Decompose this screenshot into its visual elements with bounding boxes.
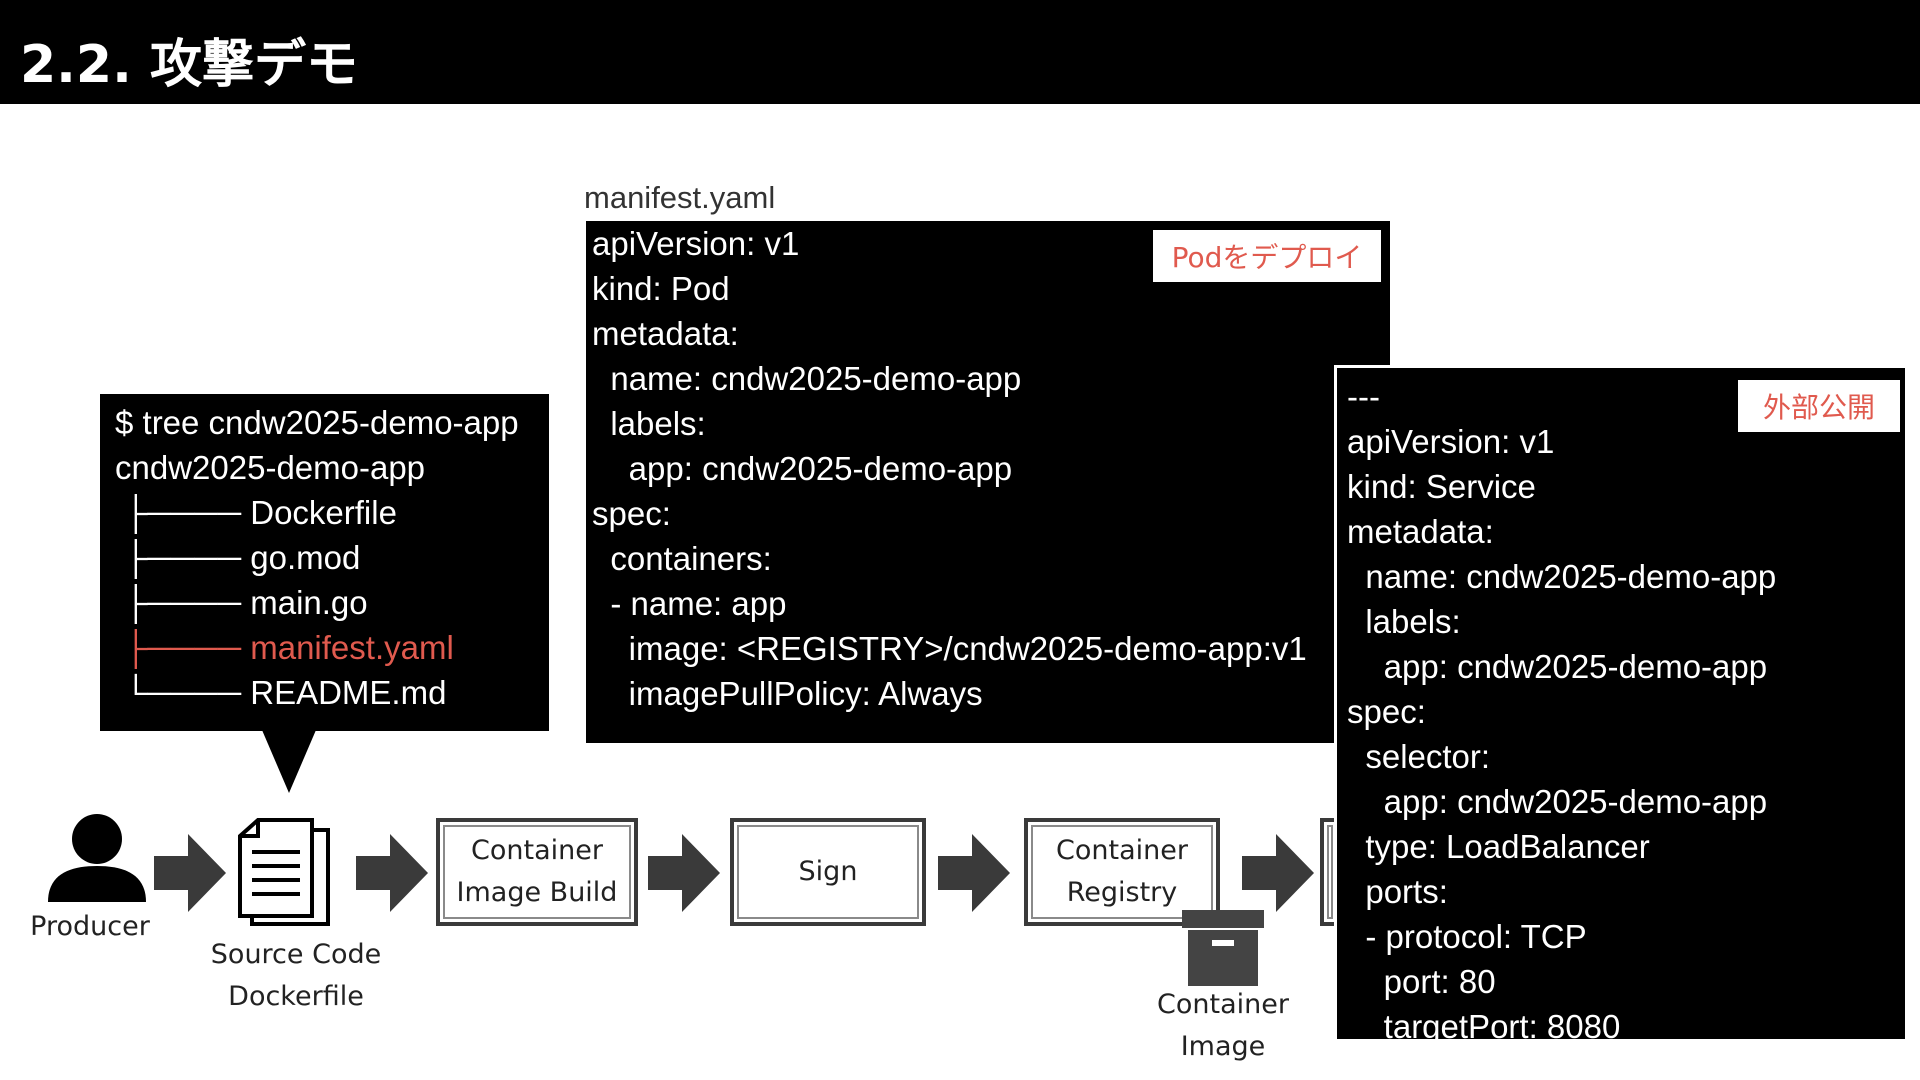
container-image-build-box: Container Image Build <box>436 818 638 926</box>
callout-tail <box>262 730 316 793</box>
manifest-line: name: cndw2025-demo-app <box>592 360 1022 397</box>
tree-line-manifest: ├──── manifest.yaml <box>115 629 454 666</box>
expose-badge: 外部公開 <box>1738 380 1900 432</box>
registry-line1: Container <box>1056 835 1188 866</box>
build-line2: Image Build <box>456 877 618 908</box>
sign-box: Sign <box>730 818 926 926</box>
arrow-right-icon <box>648 834 720 912</box>
tree-line: ├──── Dockerfile <box>115 494 397 531</box>
service-line: --- <box>1347 378 1380 415</box>
manifest-caption: manifest.yaml <box>584 180 776 215</box>
tree-line: ├──── main.go <box>115 584 368 621</box>
arrow-right-icon <box>1242 834 1314 912</box>
producer-label: Producer <box>30 911 150 942</box>
box-icon <box>1182 910 1264 986</box>
manifest-line: containers: <box>592 540 772 577</box>
service-line: metadata: <box>1347 513 1494 550</box>
service-line: labels: <box>1347 603 1461 640</box>
service-line: app: cndw2025-demo-app <box>1347 783 1768 820</box>
manifest-line: - name: app <box>592 585 787 622</box>
service-line: spec: <box>1347 693 1426 730</box>
manifest-line: image: <REGISTRY>/cndw2025-demo-app:v1 <box>592 630 1307 667</box>
service-line: app: cndw2025-demo-app <box>1347 648 1768 685</box>
manifest-code-box: apiVersion: v1 kind: Pod metadata: name:… <box>586 221 1390 743</box>
sign-label: Sign <box>798 856 858 887</box>
source-code-line2: Dockerfile <box>228 981 364 1012</box>
manifest-line: metadata: <box>592 315 739 352</box>
tree-line: ├──── go.mod <box>115 539 361 576</box>
document-icon <box>238 818 330 926</box>
manifest-line: app: cndw2025-demo-app <box>592 450 1013 487</box>
tree-callout: $ tree cndw2025-demo-app cndw2025-demo-a… <box>100 394 549 731</box>
image-line2: Image <box>1180 1031 1266 1062</box>
manifest-line: labels: <box>592 405 706 442</box>
service-line: kind: Service <box>1347 468 1536 505</box>
source-code-line1: Source Code <box>210 939 382 970</box>
manifest-line: spec: <box>592 495 671 532</box>
user-icon <box>48 814 146 902</box>
image-line1: Container <box>1157 989 1289 1020</box>
service-line: selector: <box>1347 738 1491 775</box>
container-image-label: Container Image <box>1128 984 1318 1068</box>
manifest-line: imagePullPolicy: Always <box>592 675 983 712</box>
build-line1: Container <box>471 835 603 866</box>
arrow-right-icon <box>356 834 428 912</box>
service-line: port: 80 <box>1347 963 1496 1000</box>
tree-line: cndw2025-demo-app <box>115 449 426 486</box>
service-code-box: --- apiVersion: v1 kind: Service metadat… <box>1334 365 1908 1045</box>
arrow-right-icon <box>938 834 1010 912</box>
deploy-pod-badge: Podをデプロイ <box>1153 230 1381 282</box>
service-line: - protocol: TCP <box>1347 918 1587 955</box>
page-title: 2.2. 攻撃デモ <box>20 35 358 95</box>
service-line: apiVersion: v1 <box>1347 423 1555 460</box>
manifest-line: apiVersion: v1 <box>592 225 800 262</box>
registry-line2: Registry <box>1066 877 1178 908</box>
service-line: targetPort: 8080 <box>1347 1008 1621 1045</box>
container-registry-box: Container Registry <box>1024 818 1220 926</box>
service-line: ports: <box>1347 873 1448 910</box>
service-line: name: cndw2025-demo-app <box>1347 558 1777 595</box>
source-code-label: Source Code Dockerfile <box>196 934 396 1018</box>
tree-line: $ tree cndw2025-demo-app <box>115 404 519 441</box>
tree-line: └──── README.md <box>115 674 447 711</box>
arrow-right-icon <box>154 834 226 912</box>
title-bar: 2.2. 攻撃デモ <box>0 0 1920 104</box>
manifest-line: kind: Pod <box>592 270 730 307</box>
service-line: type: LoadBalancer <box>1347 828 1650 865</box>
